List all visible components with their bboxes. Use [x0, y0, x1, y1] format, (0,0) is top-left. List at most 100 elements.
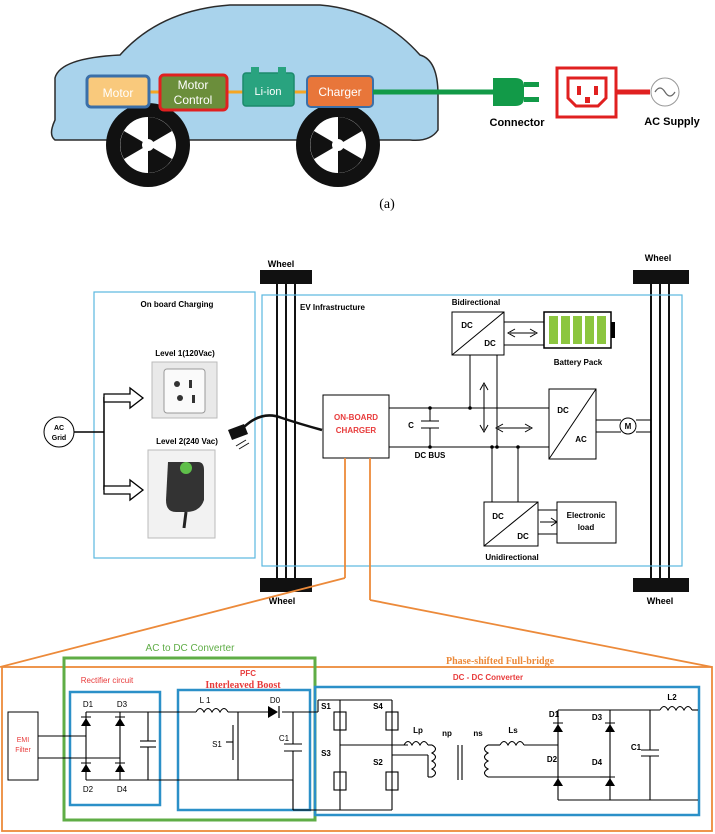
dc-bus-label: DC BUS	[415, 451, 446, 460]
motor-symbol-label: M	[625, 422, 632, 431]
circuit-wiring	[38, 699, 698, 811]
fb-s2-label: S2	[373, 758, 383, 767]
ac-dc-converter-title: AC to DC Converter	[146, 643, 236, 654]
output-diodes	[553, 722, 615, 786]
ev-infrastructure-box	[261, 294, 683, 567]
out-d2-label: D2	[547, 755, 558, 764]
onboard-charger-label-2: CHARGER	[336, 426, 377, 435]
rect-d4-label: D4	[117, 785, 128, 794]
phase-shifted-title: Phase-shifted Full-bridge	[446, 656, 555, 667]
pfc-s1-label: S1	[212, 740, 222, 749]
inverter-dc-label: DC	[557, 406, 569, 415]
bidirectional-dc-top: DC	[461, 321, 473, 330]
unidirectional-dc-bottom: DC	[517, 532, 529, 541]
rectifier-box	[68, 690, 162, 807]
part-a-ev-charging-sketch: Motor Motor Control Li-ion Charger Conne…	[50, 4, 701, 212]
interleaved-boost-title: Interleaved Boost	[205, 680, 281, 691]
emi-filter-label-1: EMI	[17, 737, 30, 744]
electronic-load-block	[556, 501, 617, 544]
connector-label: Connector	[490, 117, 546, 129]
charging-plug-icon	[228, 414, 323, 450]
ev-infrastructure-title: EV Infrastructure	[300, 303, 365, 312]
battery-block	[242, 67, 295, 107]
ac-source-icon	[650, 77, 680, 107]
level1-label: Level 1(120Vac)	[155, 349, 215, 358]
motor-control-label-2: Control	[174, 93, 213, 107]
onboard-charger-block	[322, 394, 390, 459]
motor-symbol	[619, 417, 637, 435]
connector-plug-icon	[493, 78, 539, 106]
battery-pack-label: Battery Pack	[554, 358, 603, 367]
capacitor-label: C	[408, 421, 414, 430]
out-c1-label: C1	[631, 743, 642, 752]
lp-label: Lp	[413, 726, 423, 735]
pfc-title: PFC	[240, 669, 256, 678]
electronic-load-label-1: Electronic	[567, 511, 606, 520]
emi-filter-block	[7, 711, 39, 781]
pfc-c1-label: C1	[279, 734, 290, 743]
fb-s1-label: S1	[321, 702, 331, 711]
arrow-to-level1	[103, 386, 145, 410]
zoom-connector-lines	[0, 458, 713, 668]
caption-a: (a)	[379, 197, 395, 212]
dc-dc-converter-title: DC - DC Converter	[453, 673, 523, 682]
bidirectional-flow-arrows	[479, 328, 558, 527]
pfc-l1-label: L 1	[200, 696, 211, 705]
emi-filter-label-2: Filter	[15, 747, 31, 754]
part-b-ev-system: Wheel Wheel Wheel Wheel On board Chargin…	[0, 253, 713, 668]
rect-d2-label: D2	[83, 785, 94, 794]
onboard-charging-box	[93, 291, 256, 559]
np-label: np	[442, 729, 452, 738]
rect-d1-label: D1	[83, 700, 94, 709]
car-wheel-right	[296, 103, 380, 187]
ac-grid-label-1: AC	[54, 425, 64, 432]
rectifier-title: Rectifier circuit	[81, 676, 134, 685]
ac-grid-node	[43, 416, 75, 448]
unidirectional-label: Unidirectional	[485, 553, 538, 562]
ac-grid-label-2: Grid	[52, 435, 66, 442]
dc-dc-converter-box	[313, 685, 701, 817]
pfc-box	[176, 688, 312, 812]
out-d1-label: D1	[549, 710, 560, 719]
onboard-charger-label-1: ON-BOARD	[334, 413, 378, 422]
wheel-axle-right	[633, 270, 689, 592]
wall-outlet-icon	[151, 361, 218, 419]
level2-label: Level 2(240 Vac)	[156, 437, 218, 446]
motor-control-block	[158, 73, 229, 112]
wheel-label-top-right: Wheel	[645, 253, 672, 263]
wheel-axle-left	[260, 270, 312, 592]
rect-d3-label: D3	[117, 700, 128, 709]
orange-frame	[1, 666, 713, 832]
ac-outlet-icon	[555, 66, 618, 119]
inverter-ac-label: AC	[575, 435, 587, 444]
ns-label: ns	[473, 729, 483, 738]
unidirectional-dc-top: DC	[492, 512, 504, 521]
pfc-d0-label: D0	[270, 696, 281, 705]
arrow-to-level2	[103, 478, 145, 502]
fb-s4-label: S4	[373, 702, 383, 711]
fb-s3-label: S3	[321, 749, 331, 758]
ac-supply-label: AC Supply	[644, 116, 700, 128]
car-wheel-left	[106, 103, 190, 187]
bidirectional-label: Bidirectional	[452, 298, 500, 307]
wheel-label-bottom-right: Wheel	[647, 596, 674, 606]
part-c-onboard-charger-circuit: AC to DC Converter Phase-shifted Full-br…	[1, 643, 713, 832]
battery-label: Li-ion	[255, 86, 282, 98]
wheel-label-top-left: Wheel	[268, 259, 295, 269]
ev-charger-station-icon	[147, 449, 216, 539]
out-d3-label: D3	[592, 713, 603, 722]
charger-label: Charger	[318, 85, 361, 99]
wheel-label-bottom-left: Wheel	[269, 596, 296, 606]
electronic-load-label-2: load	[578, 523, 595, 532]
boost-diode-d0	[268, 706, 280, 718]
full-bridge-switches	[333, 711, 399, 791]
l2-label: L2	[667, 693, 677, 702]
rectifier-diodes	[81, 716, 125, 772]
motor-block	[85, 74, 151, 109]
onboard-charging-title: On board Charging	[141, 300, 214, 309]
motor-control-label-1: Motor	[178, 78, 209, 92]
out-d4-label: D4	[592, 758, 603, 767]
motor-label: Motor	[103, 86, 134, 100]
battery-pack-icon	[543, 311, 615, 349]
